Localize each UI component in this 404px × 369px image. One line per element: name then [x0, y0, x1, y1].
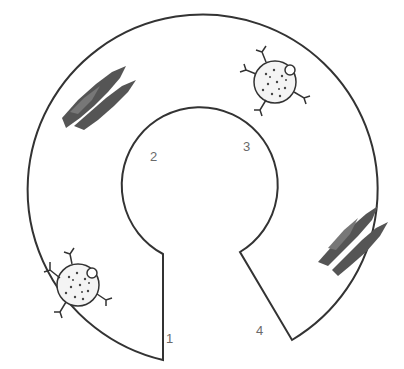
streak-shape	[318, 206, 388, 276]
streak-shape	[62, 66, 136, 130]
cell-figure	[240, 46, 310, 116]
callout-number: 4	[256, 324, 263, 337]
open-ring-outline	[28, 15, 378, 360]
callout-number: 2	[150, 150, 157, 163]
callout-number: 1	[166, 332, 173, 345]
callout-number: 3	[243, 140, 250, 153]
cell-figure	[44, 248, 112, 318]
